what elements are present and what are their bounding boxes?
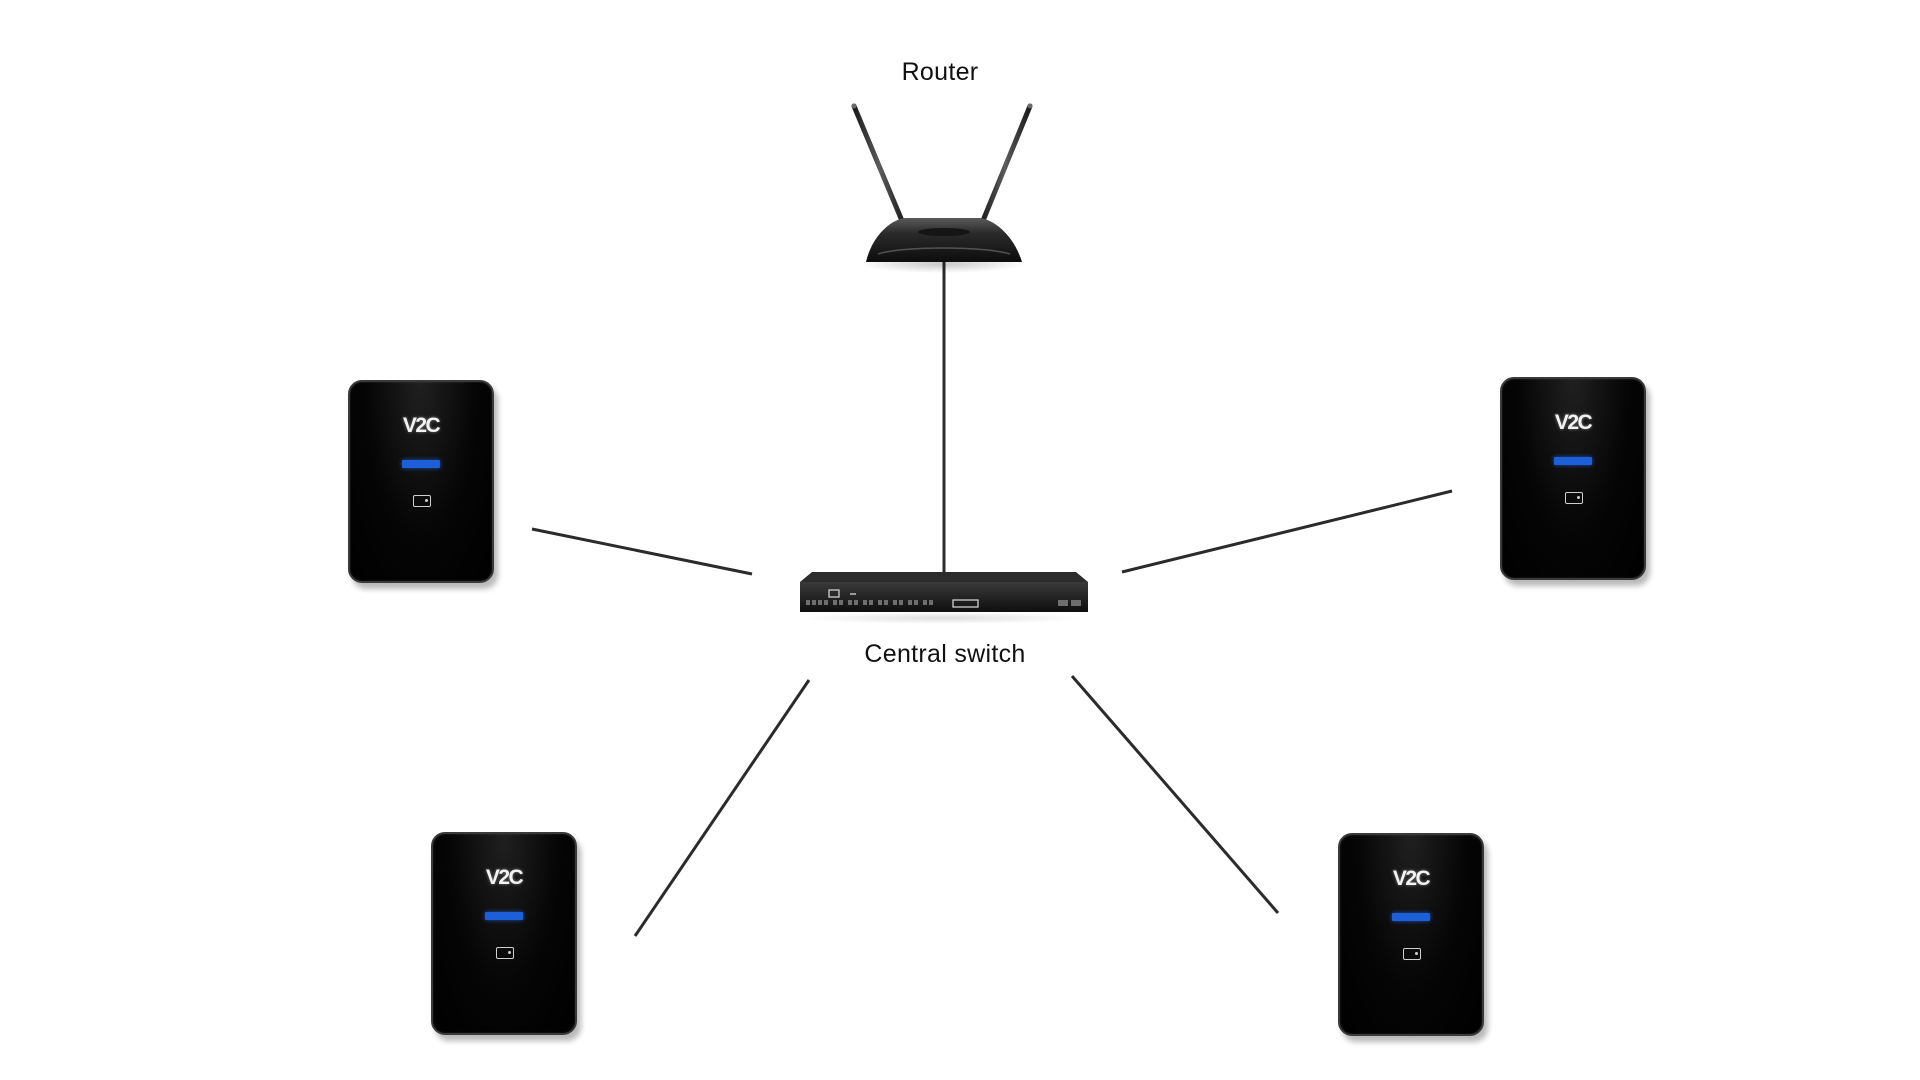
charger-logo: V2C [1392,867,1431,890]
link-charger-top-right [1121,489,1453,574]
charger-display [1554,457,1592,465]
ev-charger-icon: V2C [348,380,494,583]
charger-display [485,912,523,920]
charger-display [1392,913,1430,921]
charger-logo: V2C [1554,411,1593,434]
charger-display [402,460,440,468]
rfid-reader-icon [1403,948,1421,960]
charger-logo: V2C [402,414,441,437]
ev-charger-icon: V2C [1500,377,1646,580]
rfid-reader-icon [496,947,514,959]
link-charger-top-left [531,527,753,576]
ev-charger-icon: V2C [1338,833,1484,1036]
charger-logo: V2C [485,866,524,889]
router-label: Router [901,58,979,86]
rfid-reader-icon [413,495,431,507]
network-switch-icon [800,572,1088,624]
link-charger-bottom-right [1070,675,1280,914]
rfid-reader-icon [1565,492,1583,504]
ev-charger-icon: V2C [431,832,577,1035]
link-charger-bottom-left [633,679,811,937]
central-switch-label: Central switch [864,640,1026,668]
router-icon [851,103,1033,273]
